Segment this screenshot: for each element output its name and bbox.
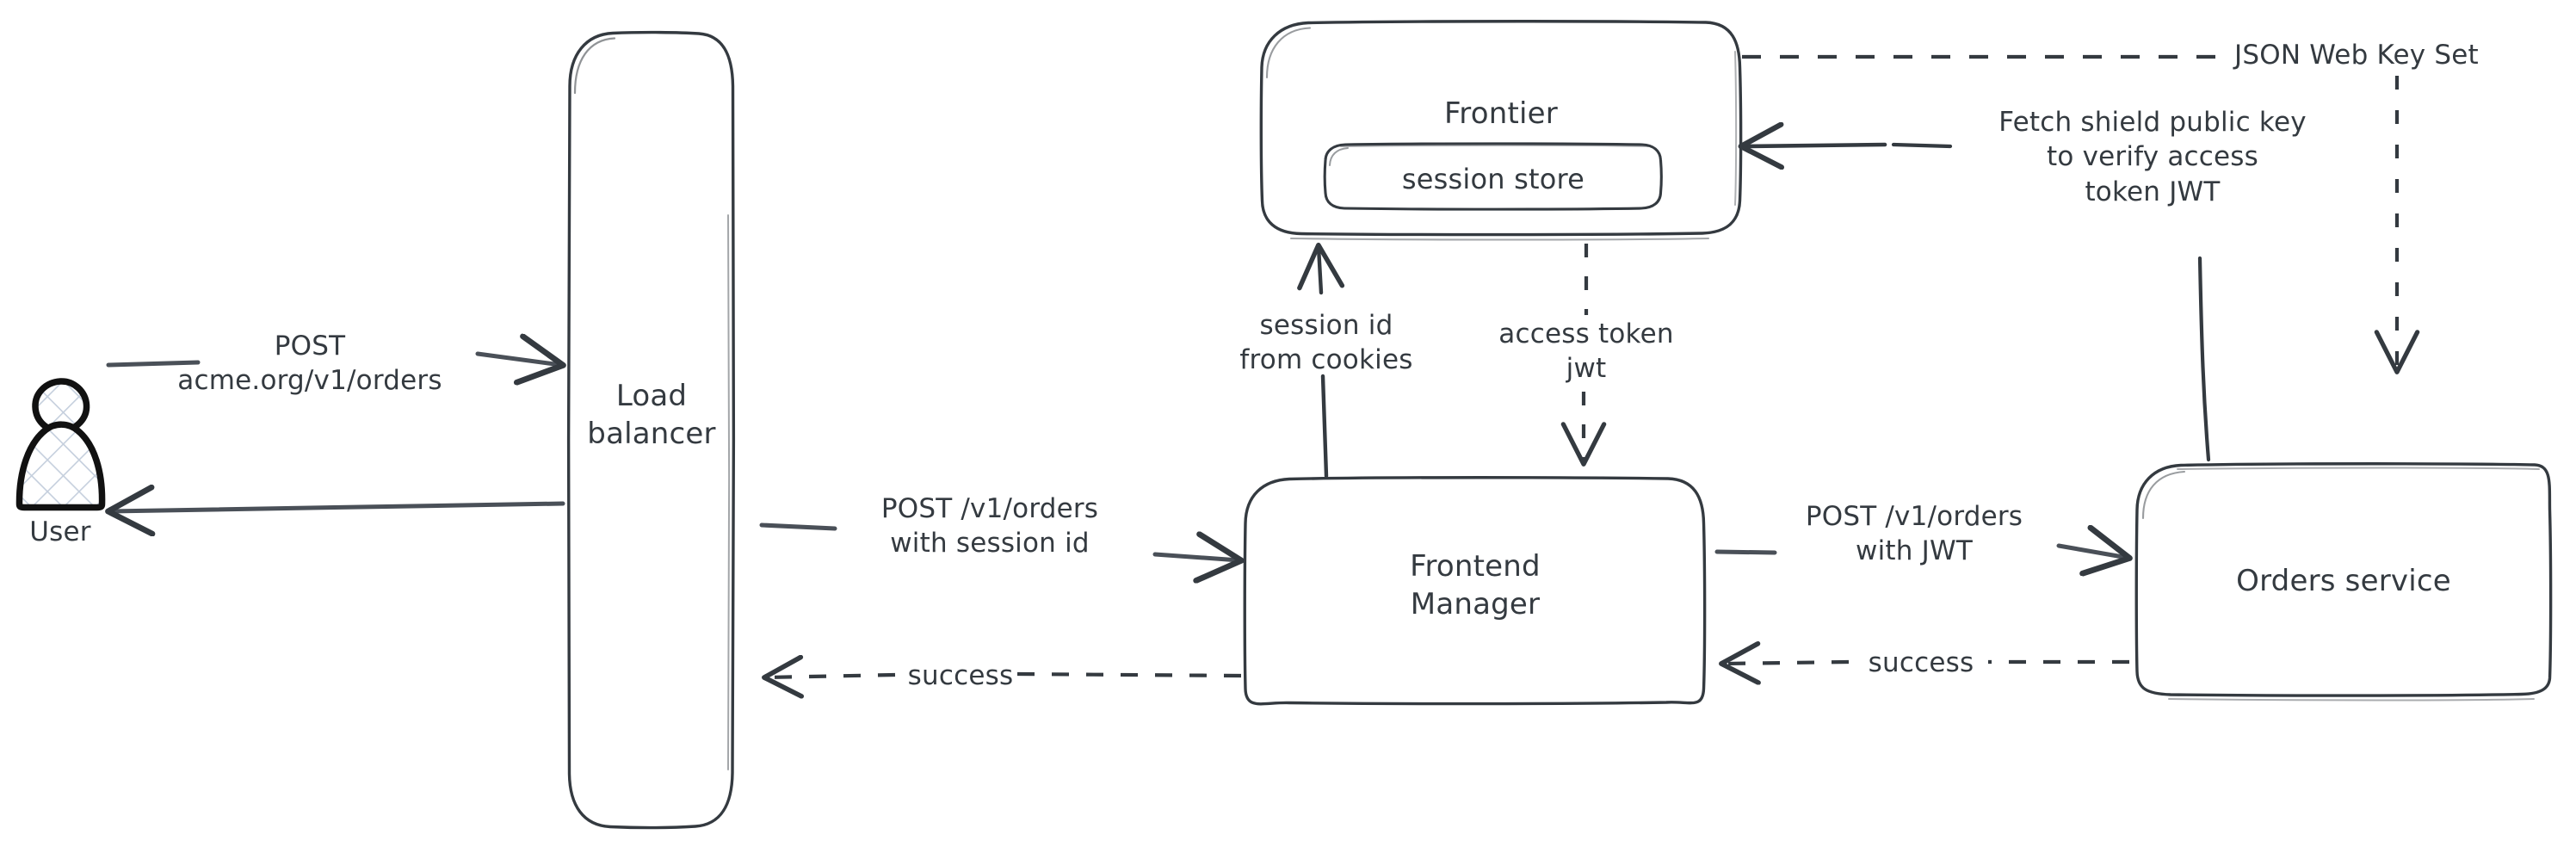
edge-orders-service-to-frontier: [1743, 145, 2211, 462]
edge-load-balancer-to-user: [110, 504, 565, 511]
edge-user-to-load-balancer: [106, 354, 561, 365]
orders-service-box: [2134, 462, 2553, 702]
edge-frontier-to-frontend-manager: [1560, 244, 1607, 467]
edge-json-web-key-set: [1742, 54, 2420, 374]
edge-frontend-manager-to-orders-service: [1714, 546, 2128, 558]
session-store-box: [1323, 142, 1663, 211]
user-actor-icon: [15, 378, 106, 511]
edge-load-balancer-to-frontend-manager: [759, 522, 1239, 560]
load-balancer-box: [566, 30, 736, 830]
edge-frontend-manager-to-frontier: [1297, 242, 1345, 479]
frontend-manager-box: [1243, 476, 1707, 706]
edge-orders-service-to-frontend-manager: [1723, 662, 2129, 664]
edge-frontend-manager-to-load-balancer: [766, 674, 1242, 677]
